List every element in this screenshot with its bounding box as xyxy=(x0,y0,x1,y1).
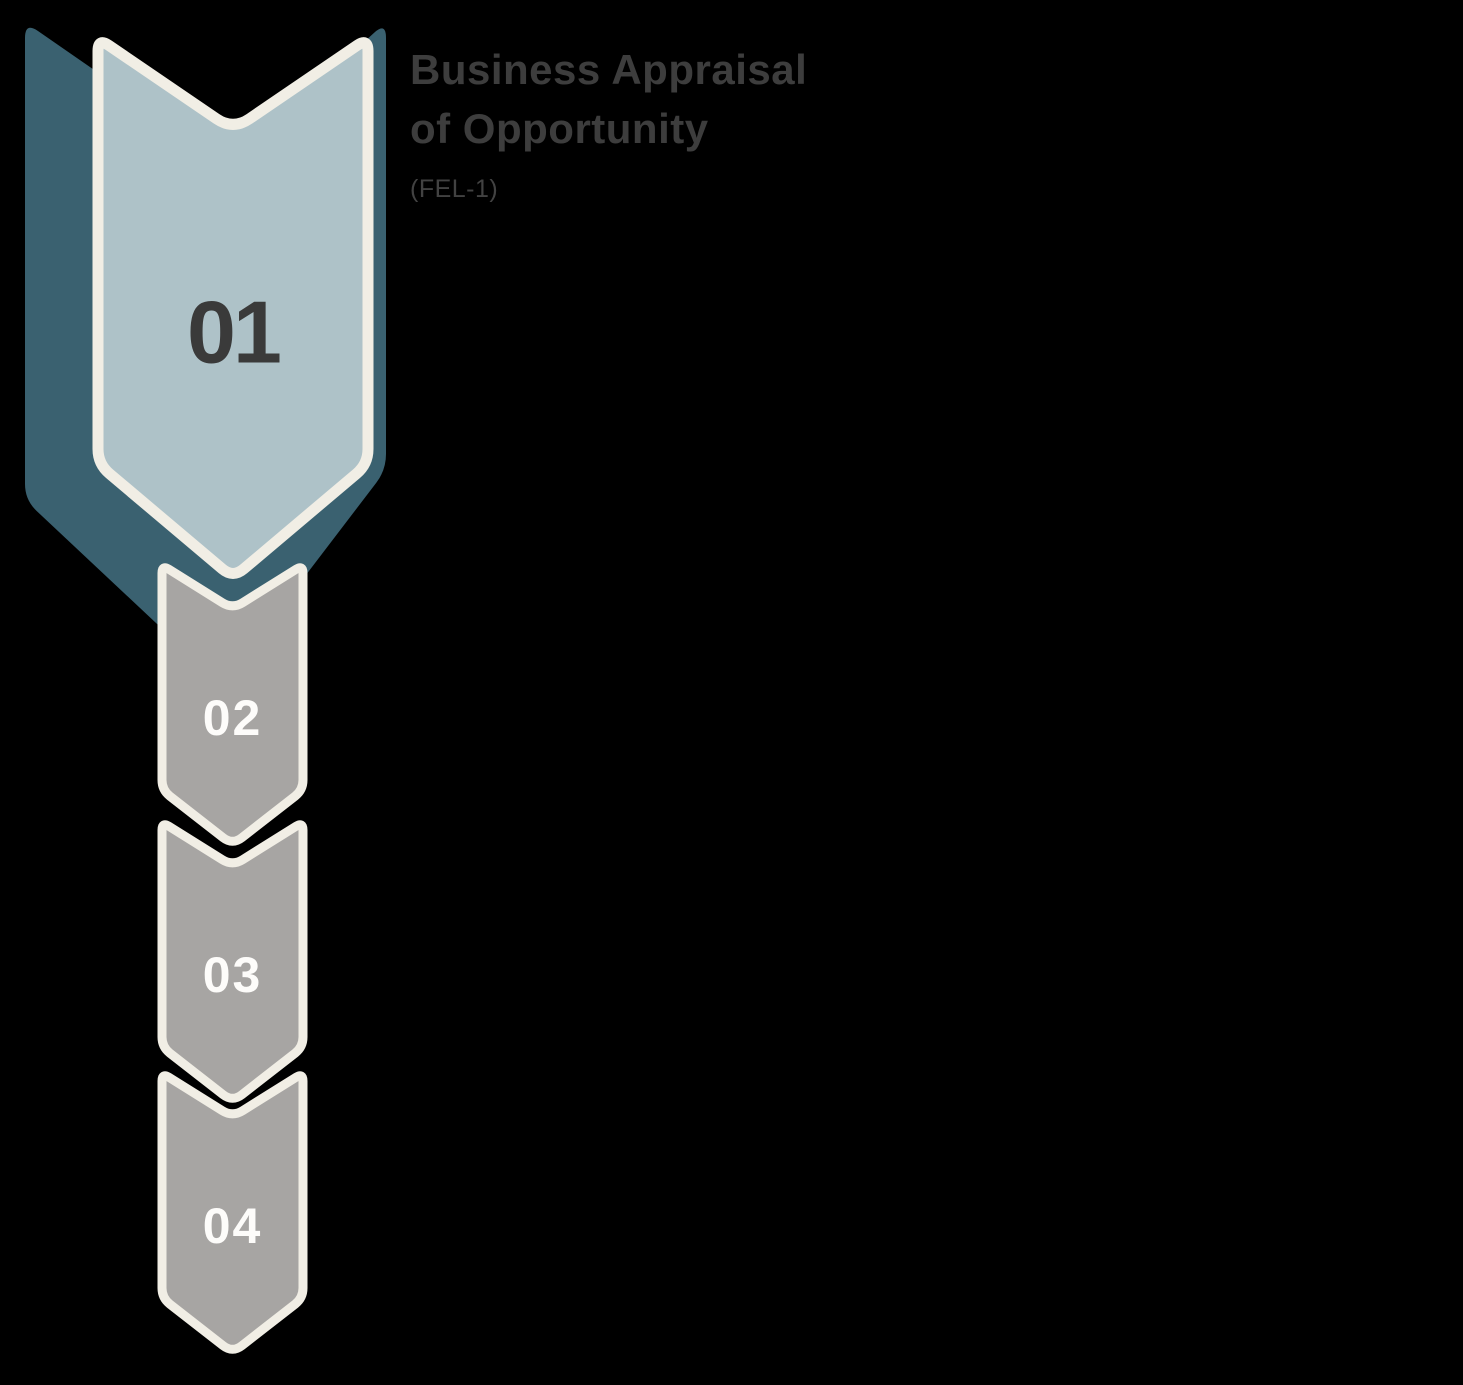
step-01-chevron: 01 xyxy=(92,37,374,579)
title-line-2: of Opportunity xyxy=(410,105,709,152)
title-line-1: Business Appraisal xyxy=(410,46,808,93)
step-03-shape xyxy=(157,820,308,1103)
step-02-number: 02 xyxy=(203,690,263,746)
step-02-chevron: 02 xyxy=(157,563,308,846)
step-01-title-block: Business Appraisal of Opportunity (FEL-1… xyxy=(410,40,807,203)
step-01-number: 01 xyxy=(187,283,280,382)
step-01-shape xyxy=(92,37,374,579)
step-02-shape xyxy=(157,563,308,846)
diagram-title: Business Appraisal of Opportunity xyxy=(410,40,807,158)
step-03-number: 03 xyxy=(203,947,263,1003)
step-03-chevron: 03 xyxy=(157,820,308,1103)
step-04-shape xyxy=(157,1071,308,1354)
step-04-number: 04 xyxy=(203,1198,263,1254)
step-04-chevron: 04 xyxy=(157,1071,308,1354)
diagram-subtitle: (FEL-1) xyxy=(410,175,499,203)
